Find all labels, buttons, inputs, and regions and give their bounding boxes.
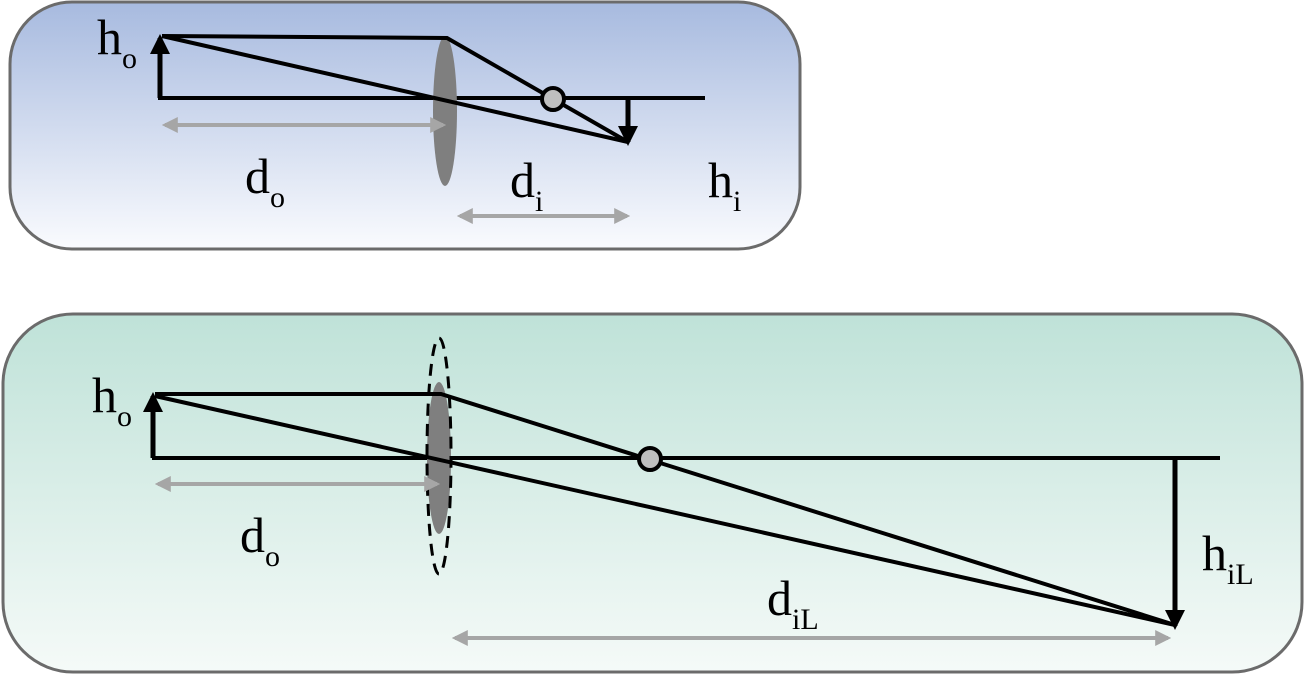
lens (433, 36, 457, 186)
panel-top: ho do di hi (8, 0, 802, 251)
label-object-distance: do (245, 148, 285, 214)
label-object-height: ho (92, 367, 132, 433)
chief-ray (154, 394, 1176, 627)
lens-outline-dashed (425, 336, 453, 576)
parallel-ray (155, 392, 1176, 627)
chief-ray (161, 34, 629, 144)
label-object-distance: do (240, 507, 280, 573)
label-image-distance: diL (767, 570, 819, 636)
label-image-distance: di (510, 152, 543, 218)
parallel-ray (161, 34, 629, 144)
label-object-height: ho (97, 9, 137, 75)
focal-point (540, 86, 566, 112)
panel-bottom-background (1, 312, 1304, 674)
panel-bottom: ho do diL hiL (1, 312, 1304, 674)
focal-point (637, 446, 663, 472)
label-image-height: hi (708, 152, 741, 218)
label-image-height: hiL (1202, 525, 1254, 591)
